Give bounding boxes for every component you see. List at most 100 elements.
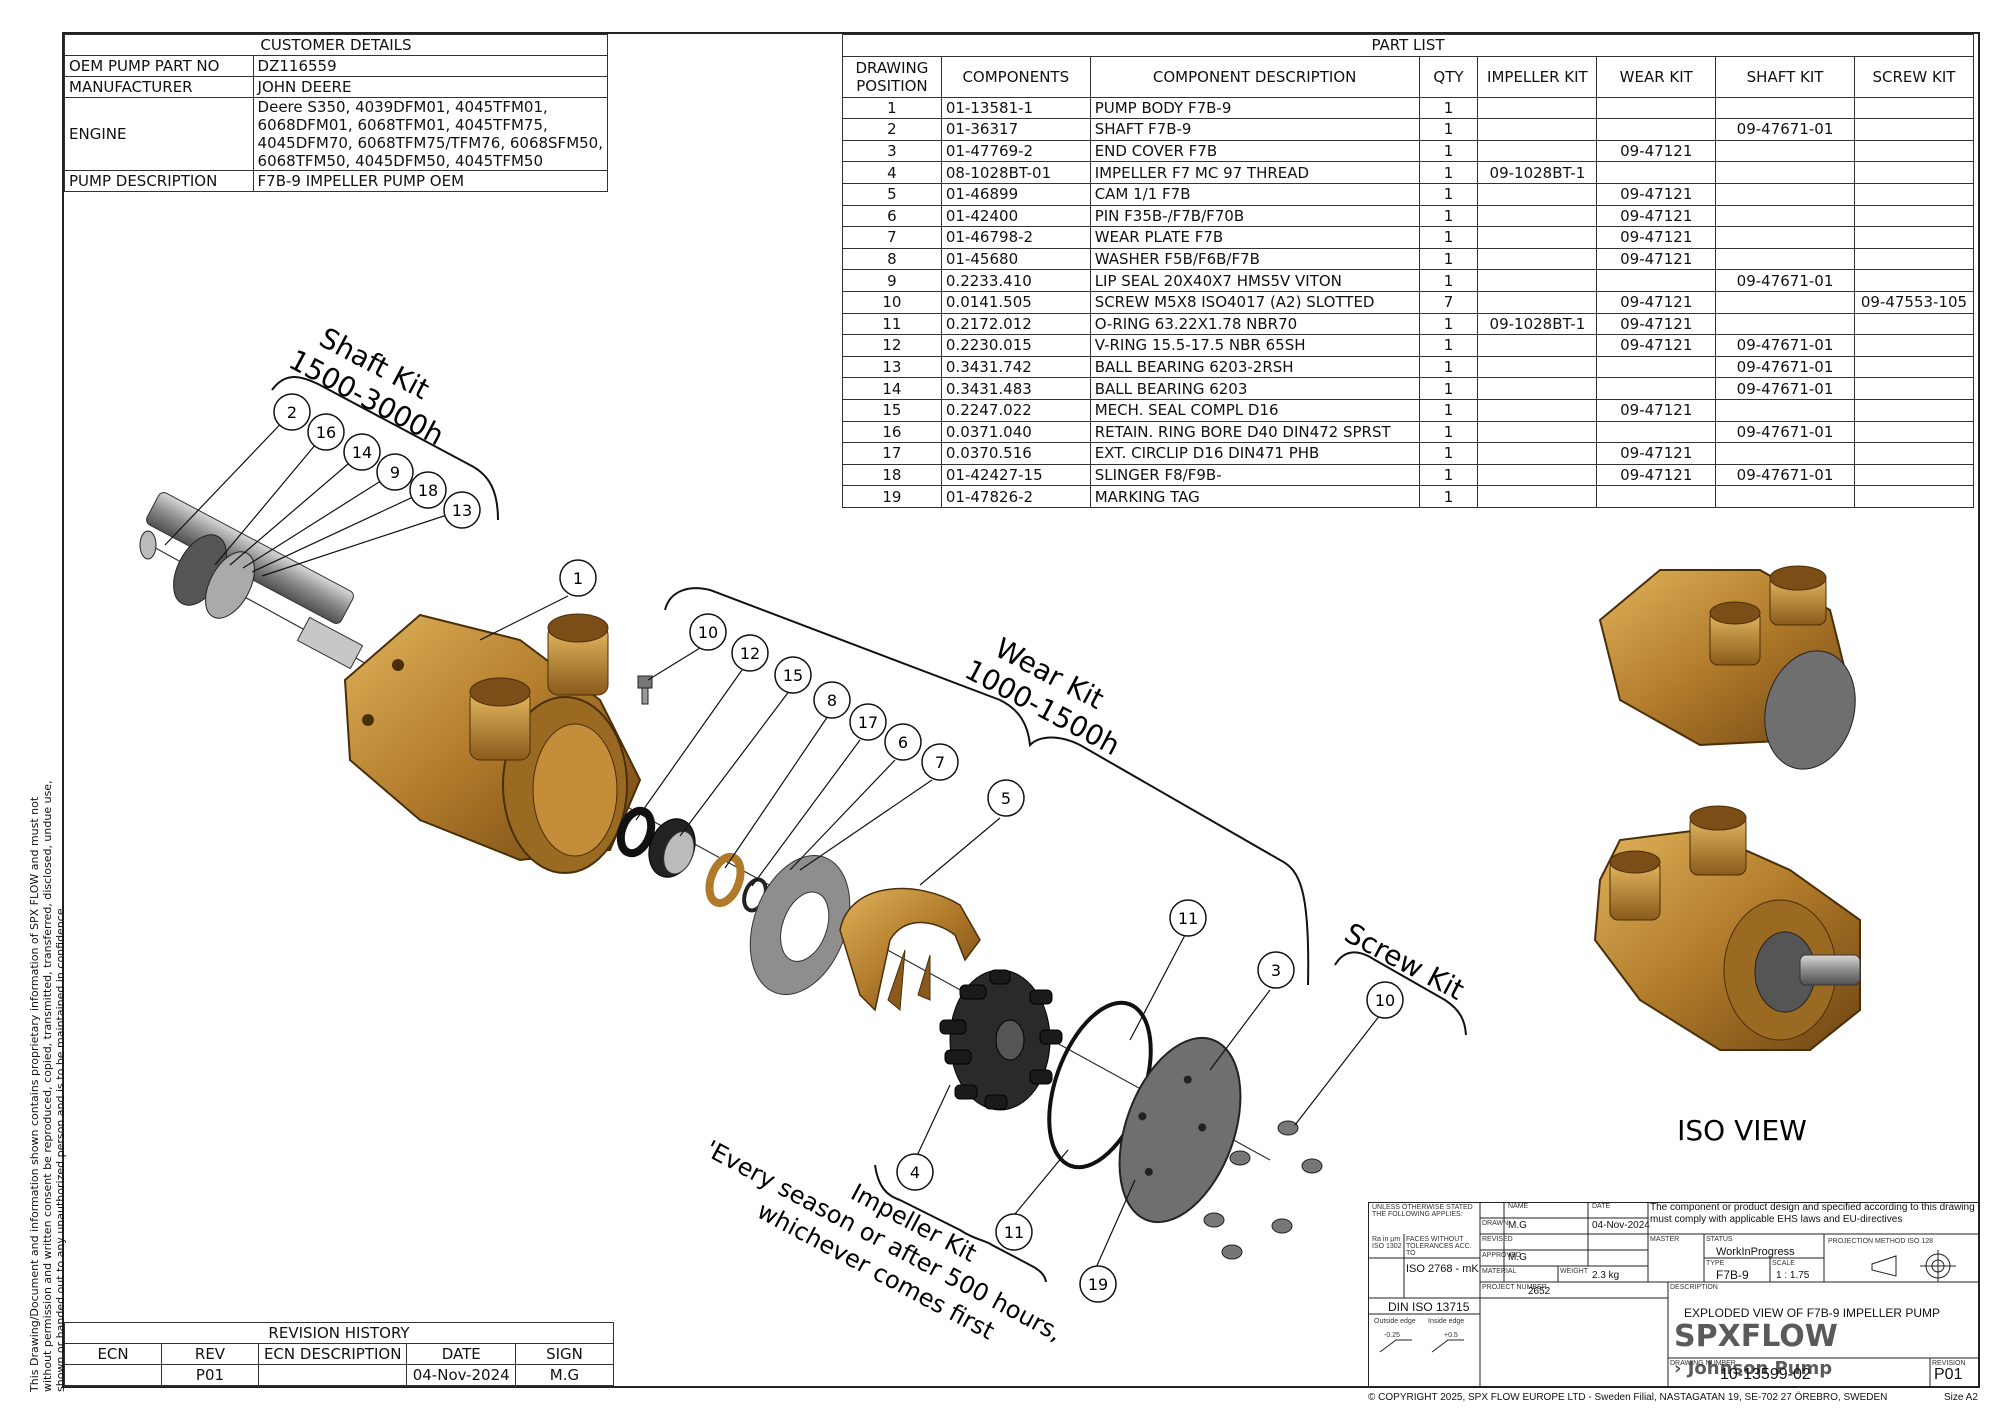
table-row: PUMP DESCRIPTION F7B-9 IMPELLER PUMP OEM [64, 170, 609, 192]
table-cell: EXT. CIRCLIP D16 DIN471 PHB [1089, 442, 1420, 465]
table-cell: 01-47826-2 [940, 485, 1091, 508]
table-cell [1853, 118, 1975, 141]
balloon-label: 13 [452, 501, 472, 520]
revised-label: REVISED [1482, 1236, 1513, 1243]
table-cell: 09-47121 [1596, 182, 1717, 206]
scale-value: 1 : 1.75 [1776, 1270, 1810, 1281]
table-cell: 09-47121 [1596, 312, 1717, 336]
pump-description-label: PUMP DESCRIPTION [64, 170, 254, 192]
table-cell: 01-42427-15 [940, 463, 1091, 487]
table-cell: 09-47671-01 [1715, 118, 1855, 141]
iso-view-pump-top [1598, 565, 1856, 770]
drawn-name: M.G [1508, 1220, 1527, 1231]
rev-rev: P01 [161, 1364, 259, 1386]
title-block: SPXFLOW › Johnson Pump [1368, 1202, 1980, 1388]
table-cell: 19 [842, 485, 942, 508]
table-cell: RETAIN. RING BORE D40 DIN472 SPRST [1089, 420, 1420, 444]
balloon-label: 14 [352, 443, 372, 462]
washer-part [705, 852, 745, 908]
drawing-number-label: DRAWING NUMBER [1670, 1360, 1736, 1367]
wear-plate-part [749, 855, 851, 995]
col-component-description: COMPONENT DESCRIPTION [1089, 55, 1420, 98]
master-label: MASTER [1650, 1236, 1680, 1243]
table-cell: 7 [842, 226, 942, 249]
table-cell: PIN F35B-/F7B/F70B [1089, 204, 1420, 228]
table-cell: WASHER F5B/F6B/F7B [1089, 247, 1420, 271]
table-cell [1853, 485, 1975, 508]
oem-part-label: OEM PUMP PART NO [64, 55, 254, 77]
unless-note: UNLESS OTHERWISE STATED THE FOLLOWING AP… [1372, 1204, 1473, 1218]
inside-edge-label: Inside edge [1428, 1318, 1465, 1325]
balloon-circle [1169, 899, 1207, 937]
din-value: DIN ISO 13715 [1388, 1300, 1470, 1314]
balloon-circle [849, 703, 887, 741]
balloon-circle [343, 433, 381, 471]
table-cell: 16 [842, 420, 942, 444]
rev-ecn [63, 1364, 163, 1386]
balloon-label: 8 [827, 691, 837, 710]
table-cell: IMPELLER F7 MC 97 THREAD [1089, 161, 1420, 184]
balloon-label: 1 [573, 569, 583, 588]
balloon-circle [987, 779, 1025, 817]
table-cell: 09-47553-105 [1853, 290, 1975, 314]
table-cell: CAM 1/1 F7B [1089, 182, 1420, 206]
table-cell: 0.0141.505 [940, 290, 1091, 314]
table-row: ENGINE Deere S350, 4039DFM01, 4045TFM01,… [64, 97, 609, 171]
balloon-label: 10 [698, 623, 718, 642]
table-cell: 01-46899 [940, 182, 1091, 206]
col-qty: QTY [1418, 55, 1479, 98]
balloon-circle [731, 634, 769, 672]
table-cell [1477, 204, 1598, 228]
col-screw-kit: SCREW KIT [1853, 55, 1975, 98]
customer-details-table: CUSTOMER DETAILS OEM PUMP PART NO DZ1165… [64, 34, 609, 192]
leader-lines [164, 411, 1381, 1271]
drawing-frame [62, 32, 1980, 1388]
faces-note: FACES WITHOUT TOLERANCES ACC. TO [1406, 1236, 1472, 1257]
table-cell [1853, 161, 1975, 184]
table-row: P01 04-Nov-2024 M.G [63, 1364, 615, 1386]
table-cell: 09-47671-01 [1715, 269, 1855, 292]
table-cell: 01-47769-2 [940, 139, 1091, 163]
name-label: NAME [1508, 1203, 1529, 1210]
drawn-label: DRAWN [1482, 1220, 1509, 1227]
date-label: DATE [1592, 1203, 1611, 1210]
balloon-label: 5 [1001, 789, 1011, 808]
approved-label: APPROVED [1482, 1252, 1521, 1259]
col-ecn-description: ECN DESCRIPTION [257, 1343, 408, 1365]
table-cell [1477, 182, 1598, 206]
table-cell: 01-46798-2 [940, 226, 1091, 249]
table-cell: 09-47671-01 [1715, 420, 1855, 444]
table-cell: 09-1028BT-1 [1477, 312, 1598, 336]
table-cell: SLINGER F8/F9B- [1089, 463, 1420, 487]
type-label: TYPE [1706, 1260, 1725, 1267]
v-ring-part [616, 806, 656, 858]
balloon-label: 12 [740, 644, 760, 663]
table-cell: 4 [842, 161, 942, 184]
engine-line: 4045DFM70, 6068TFM75/TFM76, 6068SFM50, [257, 134, 603, 152]
inside-edge-value: +0.5 [1444, 1332, 1458, 1339]
table-cell: PUMP BODY F7B-9 [1089, 96, 1420, 120]
balloon-circle [443, 491, 481, 529]
description-label: DESCRIPTION [1670, 1284, 1718, 1291]
balloon-circle [813, 681, 851, 719]
balloon-label: 17 [858, 713, 878, 732]
screw-part [637, 675, 653, 705]
balloon-circle [921, 743, 959, 781]
table-cell: 01-36317 [940, 118, 1091, 141]
table-cell: 09-47121 [1596, 139, 1717, 163]
balloon-circle [1079, 1265, 1117, 1303]
